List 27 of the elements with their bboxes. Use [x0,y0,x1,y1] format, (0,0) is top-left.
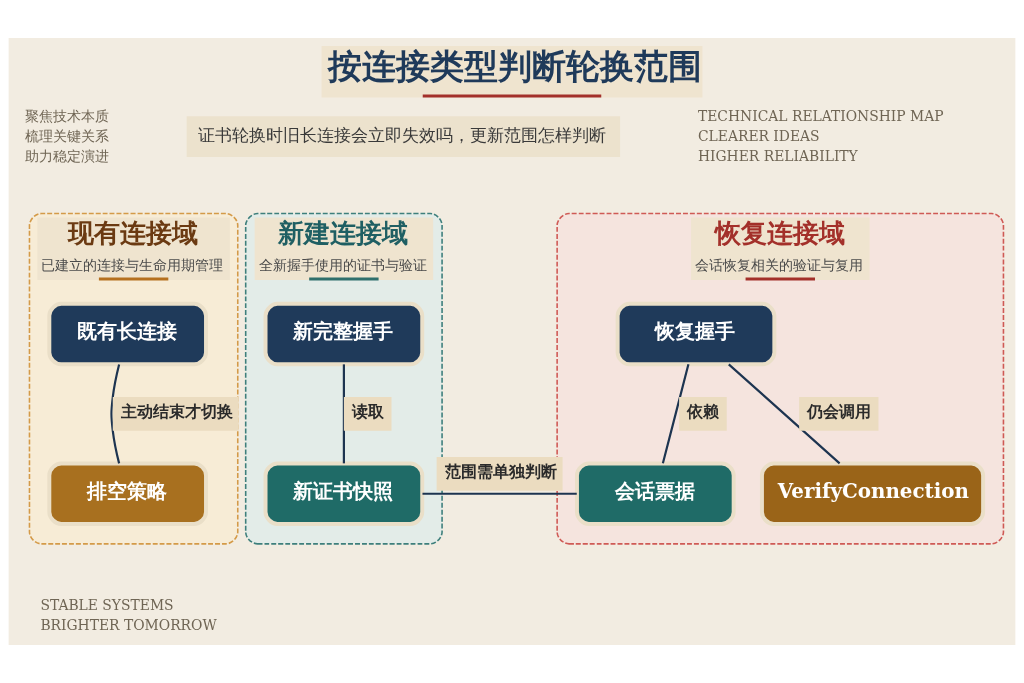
label: 助力稳定演进 [24,147,109,164]
node-box: 新完整握手 [263,301,425,367]
label: 聚焦技术本质 [24,108,109,125]
label: CLEARER IDEAS [697,127,820,144]
node-box: VerifyConnection [759,461,986,526]
label: BRIGHTER TOMORROW [40,616,217,633]
diagram-title: 按连接类型判断轮换范围 [327,45,702,86]
edge-label: 依赖 [687,401,720,421]
edge-label: 仍会调用 [807,401,872,421]
connector [110,364,121,464]
connector [342,364,345,464]
node-box: 会话票据 [574,461,736,526]
label: STABLE SYSTEMS [40,596,174,613]
edge-label: 范围需单独判断 [445,461,558,481]
node-box: 恢复握手 [615,301,777,367]
connector [661,364,690,464]
label: TECHNICAL RELATIONSHIP MAP [697,108,944,125]
node-box: 排空策略 [47,461,208,526]
label: 证书轮换时旧长连接会立即失效吗，更新范围怎样判断 [198,125,607,146]
node-box: 既有长连接 [47,301,208,367]
node-box: 新证书快照 [263,461,425,526]
edge-label: 读取 [351,401,384,421]
edge-label: 主动结束才切换 [121,401,234,421]
label: HIGHER RELIABILITY [697,147,858,164]
connector [728,363,841,465]
label: 梳理关键关系 [24,127,109,144]
connector [422,492,577,495]
